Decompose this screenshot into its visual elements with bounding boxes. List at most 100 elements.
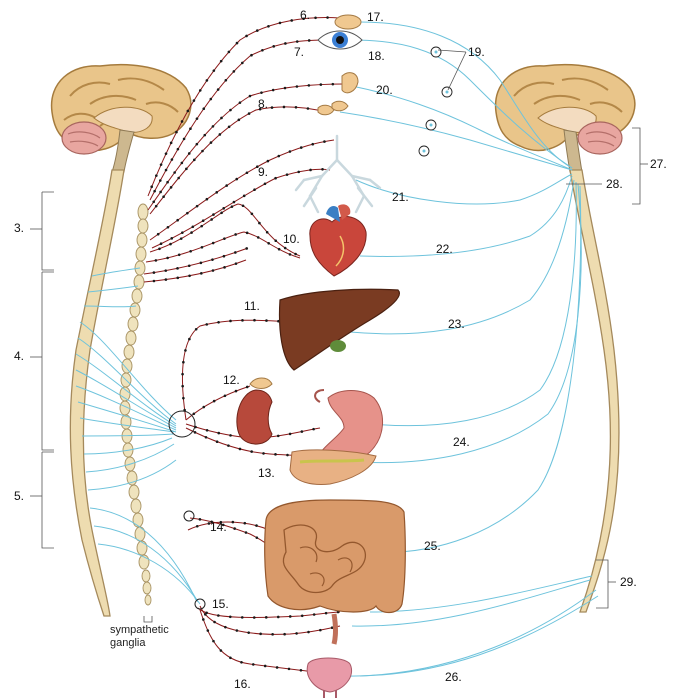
synapse-dot [243, 521, 247, 525]
synapse-dot [180, 161, 184, 165]
synapse-dot [295, 632, 298, 635]
synapse-dot [204, 435, 208, 439]
synapse-dot [307, 84, 311, 87]
synapse-dot [158, 179, 162, 182]
synapse-dot [223, 394, 227, 398]
synapse-dot [330, 626, 334, 630]
synapse-dot [276, 615, 280, 619]
synapse-dot [205, 323, 209, 326]
synapse-dot [282, 105, 286, 109]
synapse-dot [185, 167, 188, 171]
label-10: 10. [283, 232, 300, 246]
synapse-dot [290, 19, 294, 22]
synapse-dot [195, 524, 199, 528]
synapse-dot [227, 50, 231, 54]
synapse-dot [202, 405, 206, 409]
synapse-dot [283, 86, 287, 90]
label-24: 24. [453, 435, 470, 449]
synapse-dot [263, 664, 267, 668]
synapse-dot [219, 649, 223, 652]
label-14: 14. [210, 520, 227, 534]
synapse-dot [274, 176, 277, 180]
heart [309, 204, 367, 277]
synapse-dot [299, 146, 303, 149]
label-5: 5. [14, 489, 25, 503]
synapse-dot [274, 453, 277, 456]
synapse-dot [199, 261, 203, 265]
synapse-dot [193, 158, 196, 162]
synapse-dot [219, 59, 223, 63]
synapse-dot [255, 29, 259, 32]
left-cord-connectors [75, 267, 201, 605]
label-7: 7. [294, 45, 305, 59]
synapse-dot [182, 137, 186, 141]
label-18: 18. [368, 49, 385, 63]
label-22: 22. [436, 242, 453, 256]
synapse-dot [166, 225, 170, 229]
synapse-dot [252, 616, 256, 619]
synapse-dot [267, 242, 270, 245]
synapse-dot [321, 167, 324, 171]
synapse-dot [227, 444, 230, 447]
synapse-dot [256, 236, 260, 239]
salivary-glands [317, 72, 359, 116]
synapse-dot [231, 520, 235, 524]
synapse-dot [225, 184, 228, 187]
synapse-dot [201, 618, 205, 621]
synapse-dot [307, 39, 311, 42]
synapse-dot [309, 168, 312, 172]
label-6: 6. [300, 8, 311, 22]
synapse-dot [259, 632, 262, 636]
synapse-dot [215, 191, 219, 194]
synapse-dot [177, 253, 181, 257]
synapse-dot [210, 218, 213, 221]
synapse-dot [154, 204, 158, 208]
synapse-dot [234, 262, 238, 265]
synapse-dot [235, 629, 239, 632]
synapse-dot [311, 142, 315, 146]
label-4: 4. [14, 349, 25, 363]
synapse-dot [186, 211, 189, 215]
synapse-dot [295, 40, 299, 43]
synapse-dot [256, 165, 259, 169]
synapse-dot [207, 522, 211, 525]
synapse-dot [272, 45, 276, 48]
left-spinal-cord [69, 169, 125, 617]
synapse-dot [300, 614, 304, 618]
synapse-dot [198, 518, 202, 521]
synapse-dot [324, 611, 328, 615]
synapse-dot [153, 189, 156, 193]
synapse-dot [169, 242, 172, 246]
intestines [264, 499, 406, 645]
synapse-dot [219, 520, 223, 524]
synapse-dot [205, 611, 208, 615]
synapse-dot [228, 615, 232, 619]
synapse-dot [209, 141, 213, 144]
synapse-dot [159, 163, 163, 166]
label-13: 13. [258, 466, 275, 480]
synapse-dot [170, 237, 174, 240]
synapse-dot [209, 97, 213, 101]
label-28: 28. [606, 177, 623, 191]
synapse-dot [258, 221, 261, 225]
synapse-dot [312, 613, 316, 616]
synapse-dot [201, 149, 204, 153]
synapse-dot [237, 118, 241, 122]
synapse-dot [238, 447, 242, 451]
synapse-dot [166, 180, 169, 184]
synapse-dot [274, 239, 278, 242]
sympathetic-chain [119, 203, 152, 606]
synapse-dot [176, 276, 180, 280]
synapse-dot [176, 147, 180, 151]
synapse-dot [152, 271, 156, 274]
synapse-dot [247, 112, 251, 115]
synapse-dot [265, 319, 268, 322]
synapse-dot [211, 125, 215, 128]
synapse-dot [200, 245, 204, 249]
synapse-dot [222, 254, 226, 258]
synapse-dot [156, 232, 160, 236]
synapse-dot [182, 396, 185, 400]
synapse-dot [245, 231, 249, 235]
synapse-dot [173, 171, 176, 174]
parasympathetic-ganglia [418, 46, 453, 157]
